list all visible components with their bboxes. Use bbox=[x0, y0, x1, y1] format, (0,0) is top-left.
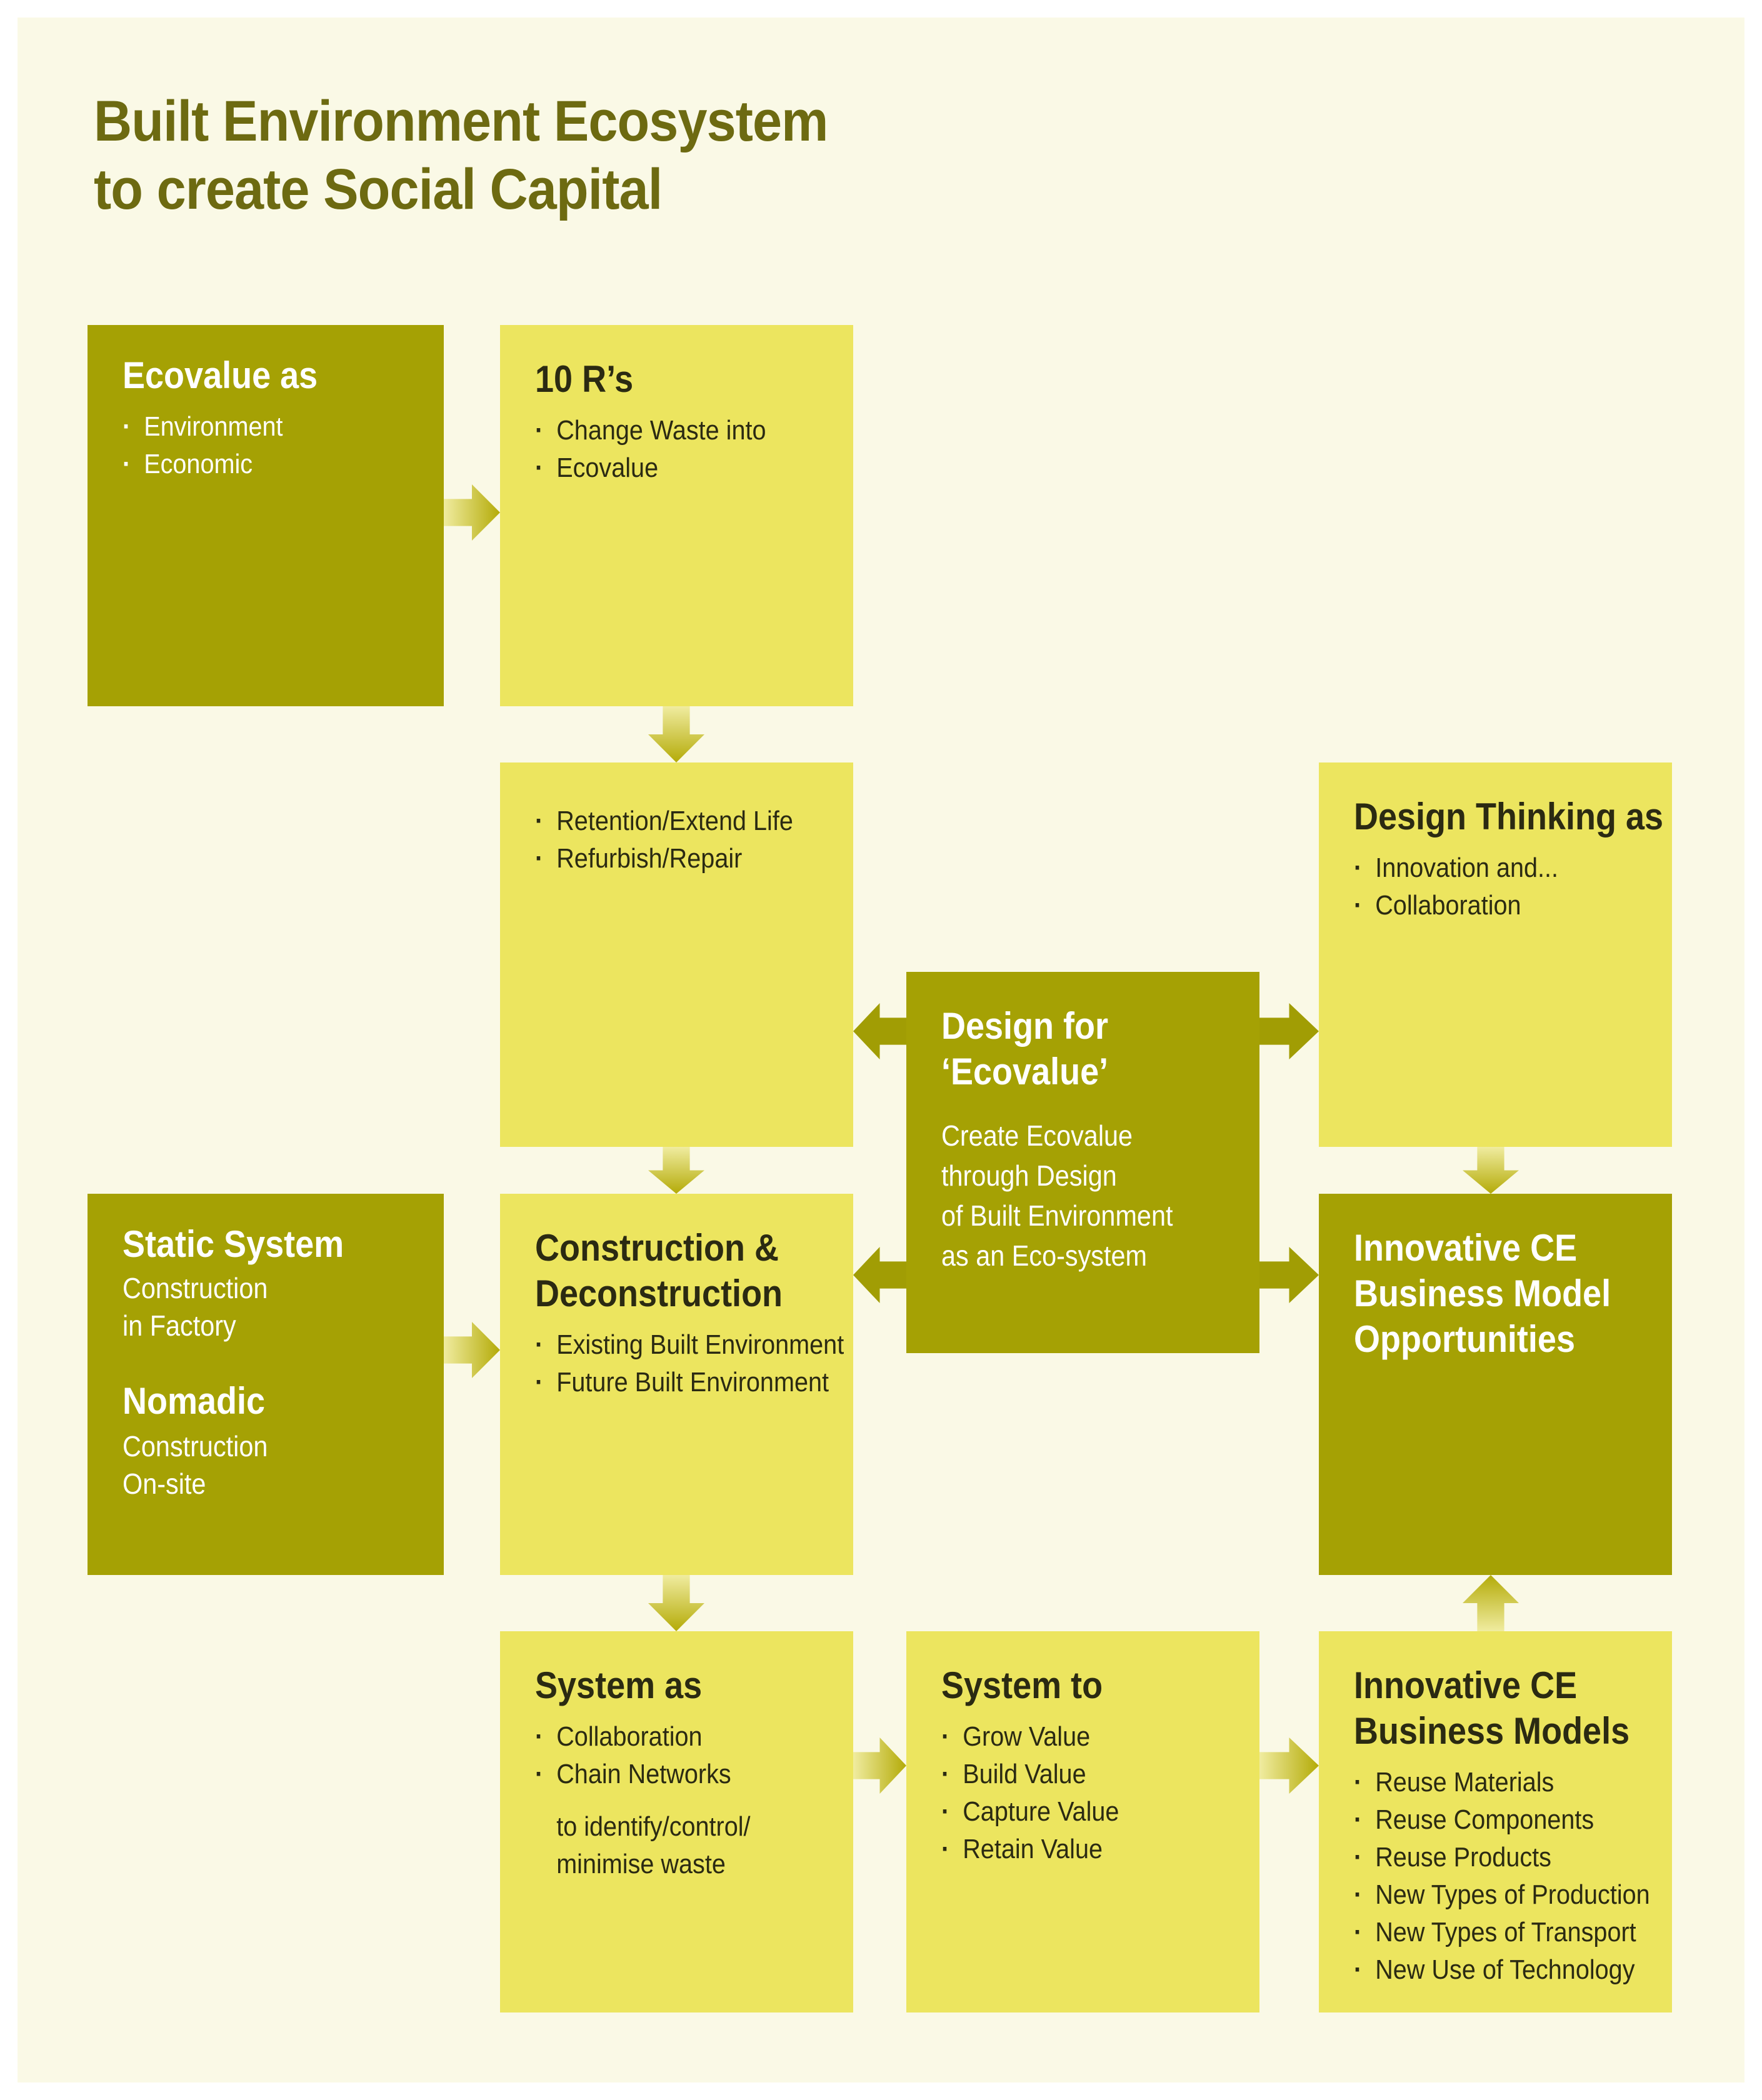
static-system-title: Static System bbox=[123, 1223, 344, 1265]
system-to-title: System to bbox=[941, 1664, 1103, 1706]
business-models-box: Innovative CE Business Models Reuse Mate… bbox=[1319, 1631, 1672, 2012]
ecovalue-title: Ecovalue as bbox=[123, 354, 318, 396]
design-for-ecovalue-content: Design for ‘Ecovalue’ Create Ecovalue th… bbox=[941, 972, 1323, 1276]
list-item: Innovation and... bbox=[1354, 849, 1735, 887]
list-item: Chain Networks bbox=[535, 1756, 916, 1793]
construction-deconstruction-box: Construction & Deconstruction Existing B… bbox=[500, 1194, 853, 1575]
list-item: Existing Built Environment bbox=[535, 1326, 916, 1364]
ecovalue-box: Ecovalue as Environment Economic bbox=[88, 325, 444, 706]
nomadic-title: Nomadic bbox=[123, 1380, 266, 1422]
list-item: New Use of Technology bbox=[1354, 1951, 1735, 1989]
design-for-ecovalue-title: Design for ‘Ecovalue’ bbox=[941, 1005, 1109, 1093]
system-to-box: System to Grow Value Build Value Capture… bbox=[906, 1631, 1259, 2012]
design-thinking-title: Design Thinking as bbox=[1354, 796, 1664, 838]
list-item: Ecovalue bbox=[535, 449, 916, 487]
ten-rs-content: 10 R’s Change Waste into Ecovalue bbox=[535, 325, 916, 487]
list-item: Grow Value bbox=[941, 1718, 1323, 1756]
design-for-ecovalue-box: Design for ‘Ecovalue’ Create Ecovalue th… bbox=[906, 972, 1259, 1353]
list-item: Retain Value bbox=[941, 1831, 1323, 1868]
system-as-title: System as bbox=[535, 1664, 703, 1706]
list-item: Build Value bbox=[941, 1756, 1323, 1793]
nomadic-lines: Construction On-site bbox=[123, 1430, 268, 1501]
opportunities-content: Innovative CE Business Model Opportuniti… bbox=[1354, 1194, 1735, 1372]
retention-content: Retention/Extend Life Refurbish/Repair bbox=[535, 762, 916, 878]
business-models-title: Innovative CE Business Models bbox=[1354, 1664, 1630, 1752]
opportunities-box: Innovative CE Business Model Opportuniti… bbox=[1319, 1194, 1672, 1575]
design-for-ecovalue-body: Create Ecovalue through Design of Built … bbox=[941, 1119, 1173, 1272]
list-item: Collaboration bbox=[1354, 887, 1735, 924]
design-thinking-box: Design Thinking as Innovation and... Col… bbox=[1319, 762, 1672, 1147]
list-item: Reuse Products bbox=[1354, 1839, 1735, 1876]
list-item: Refurbish/Repair bbox=[535, 840, 916, 878]
construction-title: Construction & Deconstruction bbox=[535, 1227, 783, 1315]
system-as-note: to identify/control/ minimise waste bbox=[556, 1811, 751, 1880]
system-to-content: System to Grow Value Build Value Capture… bbox=[941, 1631, 1323, 1868]
ten-rs-box: 10 R’s Change Waste into Ecovalue bbox=[500, 325, 853, 706]
static-system-content: Static System Construction in Factory No… bbox=[123, 1194, 508, 1502]
list-item: New Types of Transport bbox=[1354, 1914, 1735, 1951]
list-item: Environment bbox=[123, 408, 508, 446]
construction-content: Construction & Deconstruction Existing B… bbox=[535, 1194, 916, 1401]
list-item: Collaboration bbox=[535, 1718, 916, 1756]
list-item: Economic bbox=[123, 446, 508, 483]
ecovalue-content: Ecovalue as Environment Economic bbox=[123, 325, 508, 483]
retention-box: Retention/Extend Life Refurbish/Repair bbox=[500, 762, 853, 1147]
design-thinking-content: Design Thinking as Innovation and... Col… bbox=[1354, 762, 1735, 924]
page-title: Built Environment Ecosystem to create So… bbox=[94, 89, 828, 221]
ten-rs-title: 10 R’s bbox=[535, 358, 634, 400]
list-item: Reuse Materials bbox=[1354, 1764, 1735, 1801]
list-item: Capture Value bbox=[941, 1793, 1323, 1831]
list-item: Change Waste into bbox=[535, 412, 916, 449]
list-item: Reuse Components bbox=[1354, 1801, 1735, 1839]
business-models-content: Innovative CE Business Models Reuse Mate… bbox=[1354, 1631, 1735, 1989]
list-item: Retention/Extend Life bbox=[535, 802, 916, 840]
static-system-box: Static System Construction in Factory No… bbox=[88, 1194, 444, 1575]
list-item: New Types of Production bbox=[1354, 1876, 1735, 1914]
static-system-lines: Construction in Factory bbox=[123, 1272, 268, 1342]
list-item: Future Built Environment bbox=[535, 1364, 916, 1401]
system-as-box: System as Collaboration Chain Networks t… bbox=[500, 1631, 853, 2012]
system-as-content: System as Collaboration Chain Networks t… bbox=[535, 1631, 916, 1883]
opportunities-title: Innovative CE Business Model Opportuniti… bbox=[1354, 1227, 1611, 1361]
